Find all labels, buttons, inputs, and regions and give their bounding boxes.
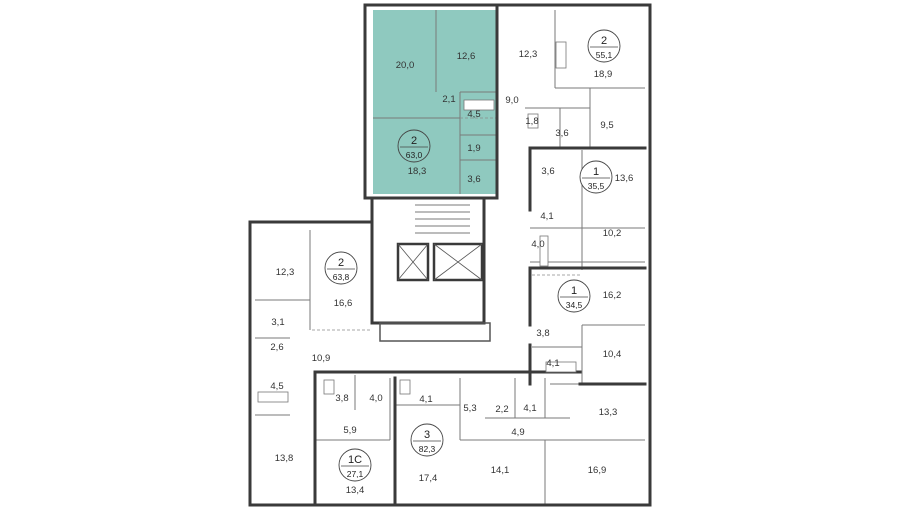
room-label: 10,2	[603, 228, 622, 239]
room-label: 2,2	[495, 404, 508, 415]
apartment-room-count: 1	[593, 166, 599, 178]
room-label: 3,6	[467, 174, 480, 185]
room-label: 13,6	[615, 173, 634, 184]
apartment-room-count: 3	[424, 429, 430, 441]
room-label: 3,8	[335, 393, 348, 404]
room-label: 18,3	[408, 166, 427, 177]
room-label: 9,0	[505, 95, 518, 106]
dashed-boundaries	[312, 117, 582, 331]
room-label: 3,1	[271, 317, 284, 328]
room-label: 4,5	[467, 109, 480, 120]
apartment-area: 63,0	[406, 150, 423, 160]
room-label: 2,6	[270, 342, 283, 353]
room-label: 12,3	[519, 49, 538, 60]
room-label: 13,3	[599, 407, 618, 418]
room-labels: 20,0 12,6 2,1 4,5 1,9 18,3 3,6 12,3 9,0 …	[270, 49, 633, 496]
elevator-1	[396, 242, 430, 282]
room-label: 5,9	[343, 425, 356, 436]
room-label: 5,3	[463, 403, 476, 414]
room-label: 3,8	[536, 328, 549, 339]
apartment-room-count: 1С	[348, 454, 362, 466]
room-label: 3,6	[541, 166, 554, 177]
room-label: 4,5	[270, 381, 283, 392]
room-label: 2,1	[442, 94, 455, 105]
apartment-area: 35,5	[588, 181, 605, 191]
bathroom-fixtures	[257, 41, 577, 403]
room-label: 4,0	[531, 239, 544, 250]
apartment-badge[interactable]: 2 55,1	[587, 29, 621, 63]
apartment-room-count: 2	[338, 257, 344, 269]
room-label: 4,1	[419, 394, 432, 405]
room-label: 20,0	[396, 60, 415, 71]
apartment-area: 34,5	[566, 300, 583, 310]
room-label: 10,9	[312, 353, 331, 364]
room-label: 13,8	[275, 453, 294, 464]
room-label: 12,3	[276, 267, 295, 278]
apartment-badge[interactable]: 3 82,3	[410, 423, 444, 457]
room-label: 4,1	[523, 403, 536, 414]
interior-partitions	[255, 10, 645, 505]
apartment-area: 55,1	[596, 50, 613, 60]
apartment-room-count: 2	[601, 35, 607, 47]
room-label: 4,1	[546, 358, 559, 369]
room-label: 4,9	[511, 427, 524, 438]
apartment-badge[interactable]: 1 35,5	[579, 160, 613, 194]
apartment-badge[interactable]: 1С 27,1	[338, 448, 372, 482]
apartment-area: 27,1	[347, 469, 364, 479]
room-label: 1,9	[467, 143, 480, 154]
building-core	[370, 196, 491, 342]
room-label: 13,4	[346, 485, 365, 496]
apartment-room-count: 2	[411, 135, 417, 147]
apartment-area: 82,3	[419, 444, 436, 454]
room-label: 10,4	[603, 349, 622, 360]
room-label: 12,6	[457, 51, 476, 62]
room-label: 1,8	[525, 116, 538, 127]
elevator-2	[432, 242, 484, 282]
apartment-badge[interactable]: 2 63,0	[397, 129, 431, 163]
apartment-badge[interactable]: 1 34,5	[557, 279, 591, 313]
apartment-room-count: 1	[571, 285, 577, 297]
apartment-area: 63,8	[333, 272, 350, 282]
room-label: 16,9	[588, 465, 607, 476]
room-label: 9,5	[600, 120, 613, 131]
room-label: 17,4	[419, 473, 438, 484]
room-label: 4,0	[369, 393, 382, 404]
room-label: 18,9	[594, 69, 613, 80]
room-label: 16,6	[334, 298, 353, 309]
room-label: 3,6	[555, 128, 568, 139]
room-label: 4,1	[540, 211, 553, 222]
room-label: 16,2	[603, 290, 622, 301]
room-label: 14,1	[491, 465, 510, 476]
apartment-badge[interactable]: 2 63,8	[324, 251, 358, 285]
